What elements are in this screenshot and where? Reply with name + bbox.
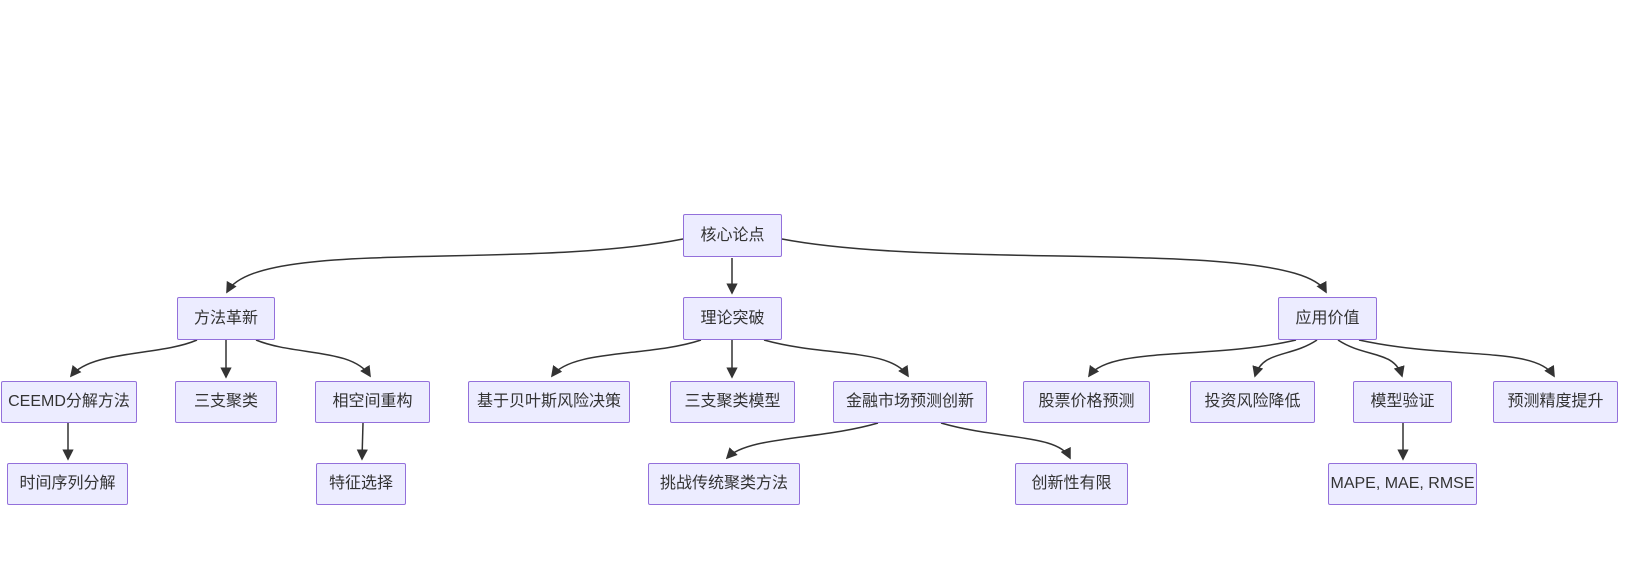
node-bayesian-risk-decision: 基于贝叶斯风险决策 — [468, 381, 630, 423]
edge-method-phase — [255, 339, 371, 378]
node-three-way-clustering: 三支聚类 — [175, 381, 277, 423]
node-phase-space-reconstruction: 相空间重构 — [315, 381, 430, 423]
node-three-way-clustering-model: 三支聚类模型 — [670, 381, 795, 423]
edge-application-risk — [1252, 339, 1318, 378]
node-challenge-traditional-clustering: 挑战传统聚类方法 — [648, 463, 800, 505]
edge-financial-challenge — [725, 422, 879, 460]
node-time-series-decomposition: 时间序列分解 — [7, 463, 128, 505]
node-investment-risk-reduction: 投资风险降低 — [1190, 381, 1315, 423]
node-model-validation: 模型验证 — [1353, 381, 1452, 423]
edge-theory-financial — [763, 339, 909, 378]
edge-method-ceemd — [69, 339, 198, 378]
node-application-value: 应用价值 — [1278, 297, 1377, 340]
edge-phase-feature — [356, 422, 368, 461]
edge-financial-limited — [940, 422, 1071, 460]
node-stock-price-prediction: 股票价格预测 — [1023, 381, 1150, 423]
edge-theory-bayes — [550, 339, 702, 378]
edge-core-method — [226, 238, 684, 294]
node-feature-selection: 特征选择 — [316, 463, 406, 505]
edge-application-accuracy — [1358, 339, 1555, 378]
node-limited-innovativeness: 创新性有限 — [1015, 463, 1128, 505]
node-ceemd-decomposition: CEEMD分解方法 — [1, 381, 137, 423]
node-core-thesis: 核心论点 — [683, 214, 782, 257]
edge-application-validation — [1337, 339, 1405, 378]
edge-application-stock — [1088, 339, 1297, 378]
node-method-innovation: 方法革新 — [177, 297, 275, 340]
node-mape-mae-rmse-metrics: MAPE, MAE, RMSE — [1328, 463, 1477, 505]
edge-core-application — [781, 238, 1327, 294]
node-prediction-accuracy-improvement: 预测精度提升 — [1493, 381, 1618, 423]
node-financial-market-prediction-innovation: 金融市场预测创新 — [833, 381, 987, 423]
node-theory-breakthrough: 理论突破 — [683, 297, 782, 340]
